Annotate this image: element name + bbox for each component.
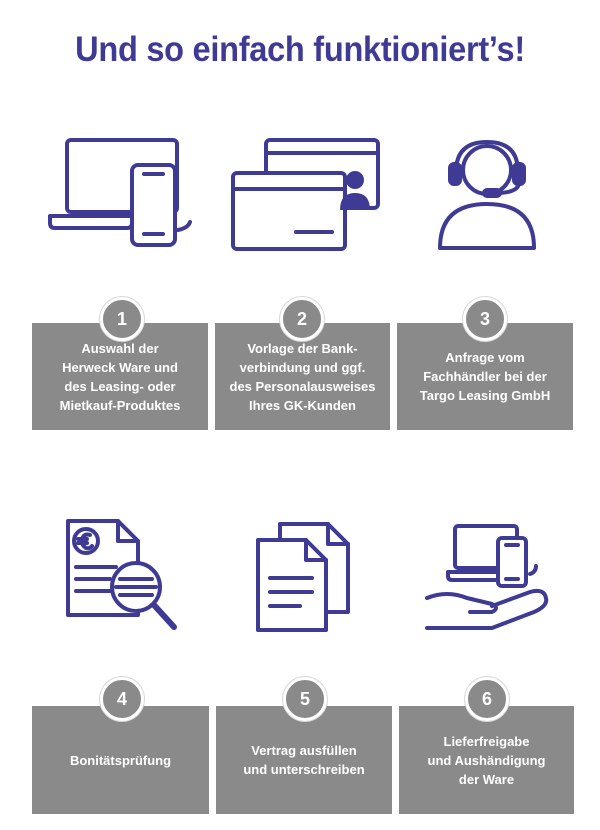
- step-number-badge: 5: [283, 677, 327, 721]
- step-box: Bonitätsprüfung: [32, 706, 209, 814]
- step-text-line: Fachhändler bei der: [423, 369, 547, 384]
- step-text-line: Vertrag ausfüllen: [251, 743, 357, 758]
- step-text-line: und unterschreiben: [243, 762, 365, 777]
- step-text-line: Herweck Ware und: [62, 359, 178, 375]
- documents-icon: [250, 520, 360, 635]
- step-text-line: Auswahl der: [81, 340, 159, 356]
- step-number-badge: 4: [100, 677, 144, 721]
- hand-devices-icon: [422, 520, 557, 640]
- page-title: Und so einfach funktioniert’s!: [75, 30, 525, 69]
- step-text-line: Anfrage vom: [445, 350, 525, 365]
- step-number-badge: 6: [465, 677, 509, 721]
- headset-agent-icon: [432, 138, 542, 253]
- step-text-line: des Personalausweises: [229, 378, 376, 394]
- step-text-line: Ihres GK-Kunden: [249, 397, 356, 413]
- step-text-line: verbindung und ggf.: [239, 359, 366, 375]
- laptop-phone-icon: [40, 130, 200, 255]
- step-text-line: Mietkauf-Produktes: [59, 397, 181, 413]
- step-box: Vertrag ausfüllen und unterschreiben: [216, 706, 392, 814]
- step-text-line: Bonitätsprüfung: [69, 752, 172, 768]
- step-text-line: Lieferfreigabe: [443, 733, 530, 749]
- step-text-line: Vorlage der Bank-: [247, 340, 358, 356]
- step-box: Lieferfreigabe und Aushändigung der Ware: [399, 706, 574, 814]
- step-text-line: des Leasing- oder: [64, 378, 176, 394]
- step-text-line: und Aushändigung: [427, 752, 546, 768]
- step-text-line: der Ware: [458, 771, 515, 787]
- step-text-line: Targo Leasing GmbH: [419, 388, 551, 403]
- step-number-badge: 3: [463, 297, 507, 341]
- step-number-badge: 2: [280, 297, 324, 341]
- step-number-badge: 1: [100, 297, 144, 341]
- id-card-icon: [228, 135, 388, 255]
- document-search-icon: [60, 515, 185, 640]
